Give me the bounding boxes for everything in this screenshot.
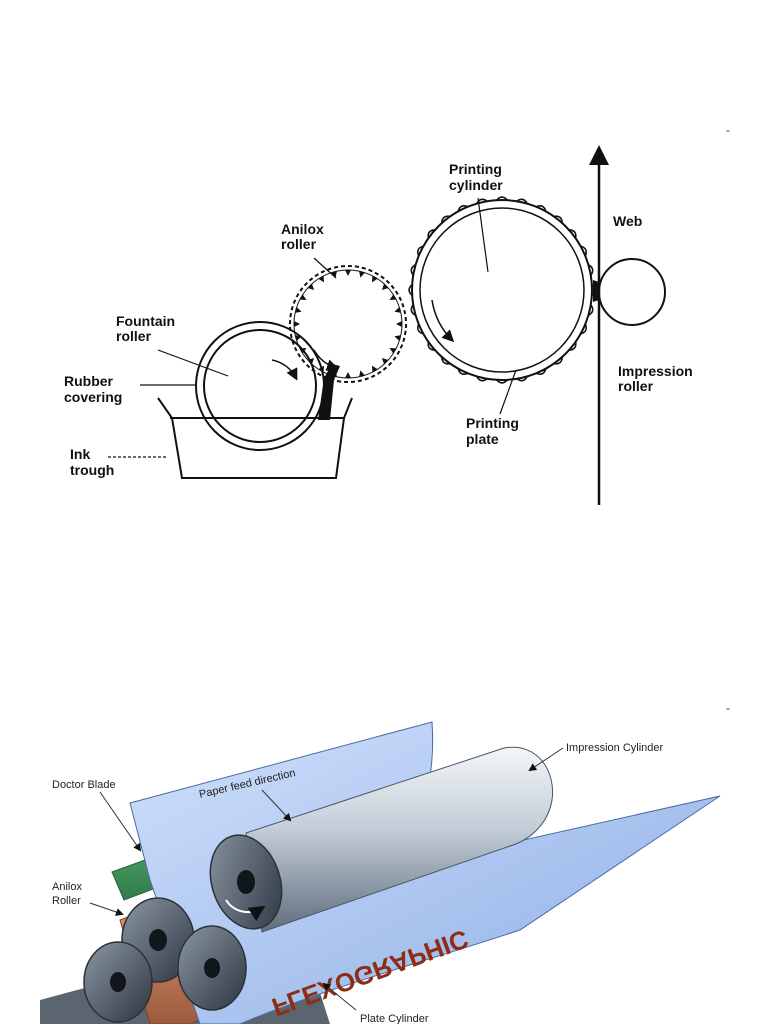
label-anilox-roller-1: Anilox	[52, 881, 82, 893]
anilox-cell	[345, 372, 351, 378]
label-impression-cylinder: Impression Cylinder	[566, 742, 664, 754]
label-plate-cylinder: Plate Cylinder	[360, 1013, 429, 1024]
label-fountain-2: roller	[116, 328, 152, 344]
lower-roller-end	[84, 942, 152, 1022]
label-fountain-1: Fountain	[116, 313, 175, 329]
label-anilox-roller-2: Roller	[52, 895, 81, 907]
label-plate-1: Printing	[466, 415, 519, 431]
anilox-cell	[396, 321, 402, 327]
label-printing-cylinder-2: cylinder	[449, 177, 503, 193]
label-impression-1: Impression	[618, 363, 693, 379]
dash-mark-2: -	[726, 701, 730, 715]
label-impression-2: roller	[618, 378, 654, 394]
printing-cylinder	[409, 197, 595, 383]
leader-plate	[500, 370, 516, 414]
label-printing-cylinder-1: Printing	[449, 161, 502, 177]
label-anilox-1: Anilox	[281, 221, 324, 237]
label-web: Web	[613, 213, 642, 229]
label-doctor-blade: Doctor Blade	[52, 779, 116, 791]
cylinder-rotation-arrow	[432, 300, 452, 340]
anilox-cell	[345, 270, 351, 276]
plate-roller-end	[178, 926, 246, 1010]
dash-mark: -	[726, 123, 730, 137]
label-ink-1: Ink	[70, 446, 90, 462]
label-anilox-2: roller	[281, 236, 317, 252]
leader-anilox-roller	[90, 903, 122, 914]
anilox-roller	[290, 266, 406, 382]
diagram-top: - Pri	[64, 123, 730, 505]
label-rubber-2: covering	[64, 389, 122, 405]
ink-film	[318, 364, 340, 420]
impression-axle	[237, 870, 255, 894]
fountain-rotation-arrow	[272, 360, 296, 378]
leader-fountain	[158, 350, 228, 376]
leader-doctor-blade	[100, 792, 140, 850]
label-ink-2: trough	[70, 462, 114, 478]
anilox-cell	[294, 321, 300, 327]
label-rubber-1: Rubber	[64, 373, 114, 389]
label-plate-2: plate	[466, 431, 499, 447]
impression-roller	[599, 259, 665, 325]
rubber-covering	[196, 322, 324, 450]
diagram-bottom: - FLEXOGRAPHIC Paper feed direct	[40, 701, 730, 1024]
